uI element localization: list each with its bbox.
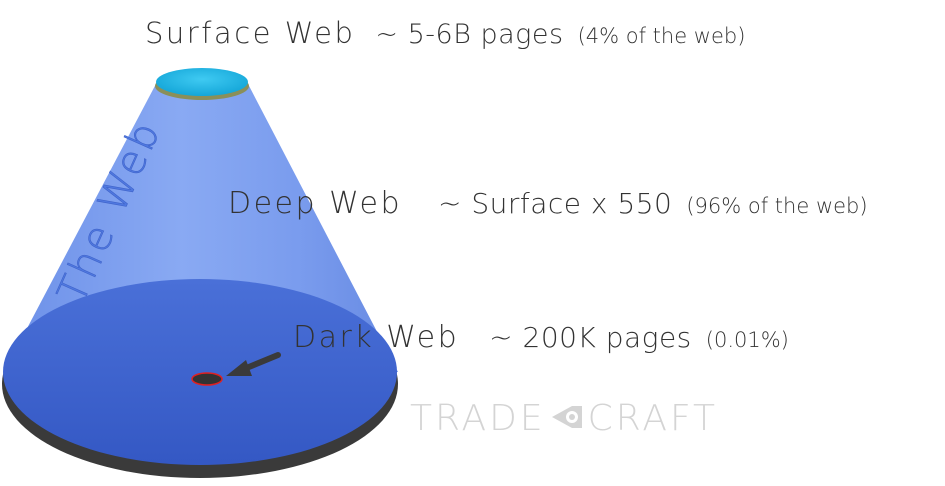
dark-web-label: Dark Web ~ 200K pages (0.01%) xyxy=(293,320,789,355)
deep-web-stat: ~ Surface x 550 xyxy=(438,187,673,220)
dark-web-share: (0.01%) xyxy=(705,328,789,352)
eye-icon xyxy=(550,398,584,439)
cone-base xyxy=(3,279,397,465)
surface-web-share: (4% of the web) xyxy=(577,24,746,48)
surface-web-stat: ~ 5-6B pages xyxy=(375,19,564,50)
surface-web-cap xyxy=(155,68,249,100)
dark-web-arrow-icon xyxy=(226,352,281,376)
deep-web-name: Deep Web xyxy=(228,186,402,221)
dark-web-stat: ~ 200K pages xyxy=(489,321,692,354)
surface-web-name: Surface Web xyxy=(145,16,356,50)
dark-web-spot xyxy=(191,372,223,386)
deep-web-share: (96% of the web) xyxy=(686,194,868,218)
deep-web-label: Deep Web ~ Surface x 550 (96% of the web) xyxy=(228,186,868,221)
surface-web-label: Surface Web ~ 5-6B pages (4% of the web) xyxy=(145,16,745,50)
watermark-left-text: TRADE xyxy=(410,398,546,439)
tradecraft-watermark: TRADE CRAFT xyxy=(410,398,718,439)
watermark-right-text: CRAFT xyxy=(587,398,719,439)
dark-web-name: Dark Web xyxy=(293,320,460,355)
